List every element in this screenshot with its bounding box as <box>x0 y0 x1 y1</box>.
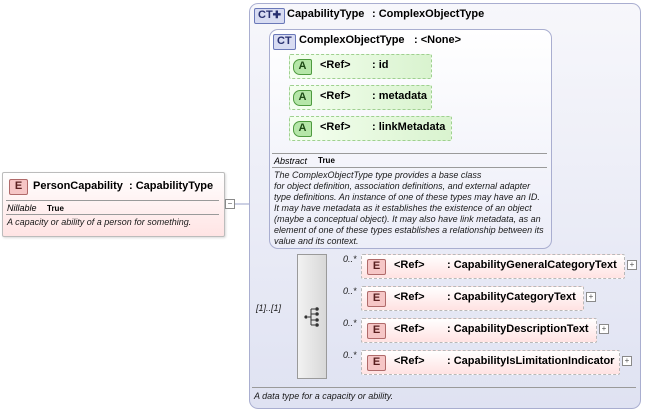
description-line: value and its context. <box>274 236 359 246</box>
description-line: type definitions. An instance of one of … <box>274 192 540 202</box>
description-line: The ComplexObjectType type provides a ba… <box>274 170 482 180</box>
minus-icon[interactable]: − <box>225 199 235 209</box>
ct-badge: CT✚ <box>254 8 286 24</box>
complex-object-type-name: ComplexObjectType <box>299 34 405 46</box>
sequence-cardinality: [1]..[1] <box>256 303 282 313</box>
attribute-ref: <Ref> <box>320 90 351 102</box>
abstract-label: Abstract <box>274 156 308 166</box>
child-name: : CapabilityCategoryText <box>447 291 576 303</box>
child-element-capability-category-text[interactable]: E <Ref> : CapabilityCategoryText <box>361 286 584 311</box>
child-ref: <Ref> <box>394 355 425 367</box>
complex-object-type-base: : <None> <box>414 34 462 46</box>
description-line: (maybe a conceptual object). It may also… <box>274 214 541 224</box>
complex-object-type-description: The ComplexObjectType type provides a ba… <box>274 170 550 247</box>
element-description: A capacity or ability of a person for so… <box>7 217 192 227</box>
child-name: : CapabilityIsLimitationIndicator <box>447 355 615 367</box>
child-cardinality: 0..* <box>343 350 357 360</box>
attribute-id[interactable]: A <Ref> : id <box>289 54 432 79</box>
attribute-name: : metadata <box>372 90 428 102</box>
attribute-name: : id <box>372 59 389 71</box>
child-cardinality: 0..* <box>343 318 357 328</box>
abstract-value: True <box>318 156 335 165</box>
child-ref: <Ref> <box>394 323 425 335</box>
element-type: : CapabilityType <box>129 180 214 192</box>
plus-icon[interactable]: + <box>622 356 632 366</box>
child-ref: <Ref> <box>394 259 425 271</box>
person-capability-element[interactable]: E PersonCapability : CapabilityType Nill… <box>2 172 225 237</box>
child-element-capability-description-text[interactable]: E <Ref> : CapabilityDescriptionText <box>361 318 597 343</box>
divider <box>6 214 219 215</box>
attribute-name: : linkMetadata <box>372 121 446 133</box>
plus-icon: ✚ <box>272 10 282 21</box>
plus-icon[interactable]: + <box>586 292 596 302</box>
attribute-badge: A <box>293 121 312 137</box>
sequence-compositor-icon <box>304 307 319 327</box>
description-line: element of one of these types establishe… <box>274 225 544 235</box>
attribute-badge: A <box>293 59 312 75</box>
attribute-ref: <Ref> <box>320 59 351 71</box>
attribute-link-metadata[interactable]: A <Ref> : linkMetadata <box>289 116 452 141</box>
element-badge: E <box>367 291 386 307</box>
divider <box>272 153 547 154</box>
child-cardinality: 0..* <box>343 254 357 264</box>
element-name: PersonCapability <box>33 180 123 192</box>
capability-type-base: : ComplexObjectType <box>372 8 485 20</box>
description-line: It may have metadata as it establishes t… <box>274 203 532 213</box>
element-badge: E <box>9 179 28 195</box>
child-cardinality: 0..* <box>343 286 357 296</box>
child-name: : CapabilityDescriptionText <box>447 323 589 335</box>
divider <box>6 200 219 201</box>
attribute-ref: <Ref> <box>320 121 351 133</box>
child-name: : CapabilityGeneralCategoryText <box>447 259 617 271</box>
attribute-metadata[interactable]: A <Ref> : metadata <box>289 85 432 110</box>
element-badge: E <box>367 355 386 371</box>
plus-icon[interactable]: + <box>627 260 637 270</box>
divider <box>252 387 636 388</box>
capability-type-description: A data type for a capacity or ability. <box>254 391 394 401</box>
child-element-capability-general-category-text[interactable]: E <Ref> : CapabilityGeneralCategoryText <box>361 254 625 279</box>
divider <box>272 167 547 168</box>
plus-icon[interactable]: + <box>599 324 609 334</box>
ct-badge: CT <box>273 34 296 50</box>
element-badge: E <box>367 259 386 275</box>
description-line: for object definition, association defin… <box>274 181 531 191</box>
element-badge: E <box>367 323 386 339</box>
nillable-value: True <box>47 204 64 213</box>
attribute-badge: A <box>293 90 312 106</box>
sequence-compositor[interactable] <box>297 254 327 379</box>
child-element-capability-is-limitation-indicator[interactable]: E <Ref> : CapabilityIsLimitationIndicato… <box>361 350 620 375</box>
capability-type-name: CapabilityType <box>287 8 365 20</box>
nillable-label: Nillable <box>7 203 37 213</box>
child-ref: <Ref> <box>394 291 425 303</box>
